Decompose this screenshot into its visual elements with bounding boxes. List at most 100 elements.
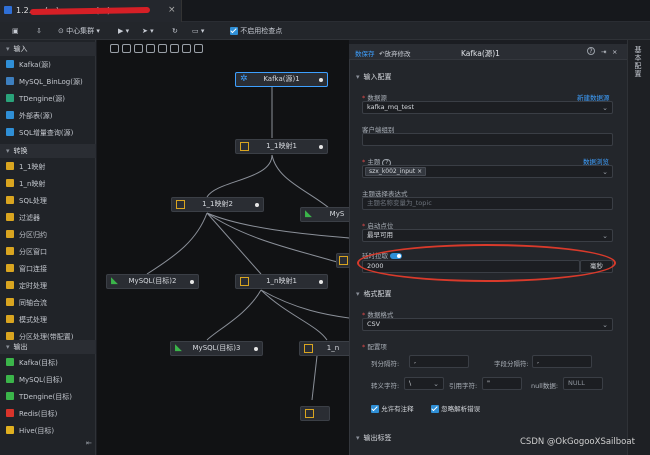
col-sep-input[interactable]: , xyxy=(409,355,469,368)
field-sep-input[interactable]: , xyxy=(532,355,592,368)
port-dot[interactable] xyxy=(255,203,259,207)
reduce-icon xyxy=(6,230,14,238)
client-group-input[interactable] xyxy=(362,133,613,146)
cluster-select[interactable]: ⊙ 中心集群 ▾ xyxy=(58,27,100,35)
delete-icon[interactable] xyxy=(194,44,203,53)
ignore-error-checkbox[interactable]: 忽略解析错误 xyxy=(431,403,480,413)
null-input[interactable]: NULL xyxy=(563,377,603,390)
sidebar-item-external-table[interactable]: 外部表(源) xyxy=(6,109,52,123)
checkpoint-toggle[interactable]: 不启用检查点 xyxy=(230,25,282,37)
output-tags-header[interactable]: ▾输出标签 xyxy=(356,434,392,442)
align-icon[interactable] xyxy=(122,44,131,53)
grid-icon[interactable] xyxy=(158,44,167,53)
sidebar-item-label: Hive(目标) xyxy=(19,427,55,435)
quote-input[interactable]: " xyxy=(482,377,522,390)
collapse-icon[interactable]: ⇤ xyxy=(86,439,92,447)
close-icon[interactable]: × xyxy=(168,5,176,15)
sidebar-item-mysql-tgt[interactable]: MySQL(目标) xyxy=(6,373,63,387)
save-icon[interactable]: ▣ xyxy=(12,27,19,35)
node-label: MySQL(目标)2 xyxy=(128,277,177,285)
node-mysql-right[interactable]: ◣ MyS xyxy=(300,207,360,222)
sidebar-item-map11[interactable]: 1_1映射 xyxy=(6,160,45,174)
start-offset-select[interactable]: 最早可用⌄ xyxy=(362,229,613,242)
node-map11-1[interactable]: 1_1映射1 xyxy=(235,139,328,154)
format-config-header[interactable]: ▾格式配置 xyxy=(356,290,392,298)
sidebar-item-tdengine-tgt[interactable]: TDengine(目标) xyxy=(6,390,72,404)
sidebar-item-window-join[interactable]: 窗口连接 xyxy=(6,262,47,276)
sidebar-item-merge[interactable]: 同轴合流 xyxy=(6,296,47,310)
refresh-icon[interactable]: ↻ xyxy=(172,27,178,35)
fit-icon[interactable] xyxy=(134,44,143,53)
node-partial-right[interactable] xyxy=(336,253,350,268)
section-transform[interactable]: ▾转换 xyxy=(0,144,96,158)
dock-icon[interactable]: ⇥ xyxy=(601,48,607,56)
node-map11-2[interactable]: 1_1映射2 xyxy=(171,197,264,212)
sidebar-item-filter[interactable]: 过滤器 xyxy=(6,211,40,225)
new-datasource-link[interactable]: 新建数据源 xyxy=(577,94,610,102)
help-icon[interactable]: ? xyxy=(587,47,595,55)
sidebar-item-kafka-tgt[interactable]: Kafka(目标) xyxy=(6,356,58,370)
port-dot[interactable] xyxy=(319,145,323,149)
sidebar-item-partition-window[interactable]: 分区窗口 xyxy=(6,245,47,259)
basic-config-tab[interactable]: 基本配置 xyxy=(634,46,642,78)
data-browse-link[interactable]: 数据浏览 xyxy=(583,158,609,166)
zoom-in-icon[interactable] xyxy=(170,44,179,53)
sidebar-item-partition-config[interactable]: 分区处理(带配置) xyxy=(6,330,73,344)
node-mysql-target-2[interactable]: ◣ MySQL(目标)2 xyxy=(106,274,199,289)
view-icon[interactable]: ▭ ▾ xyxy=(192,27,205,35)
sidebar-item-label: Kafka(源) xyxy=(19,61,51,69)
sidebar-item-kafka-src[interactable]: Kafka(源) xyxy=(6,58,51,72)
data-format-select[interactable]: CSV⌄ xyxy=(362,318,613,331)
save-button[interactable]: 数保存 xyxy=(355,50,375,58)
close-icon[interactable]: × xyxy=(417,168,423,175)
close-icon[interactable]: × xyxy=(612,48,618,56)
flow-canvas[interactable] xyxy=(97,40,349,455)
import-icon[interactable]: ⇩ xyxy=(36,27,42,35)
input-config-header[interactable]: ▾输入配置 xyxy=(356,73,392,81)
node-kafka-source[interactable]: ✲ Kafka(源)1 xyxy=(235,72,328,87)
layout-icon[interactable] xyxy=(146,44,155,53)
options-label: * 配置项 xyxy=(362,343,387,351)
port-dot[interactable] xyxy=(190,280,194,284)
input-config-label: 输入配置 xyxy=(363,73,392,81)
sidebar-item-hive-tgt[interactable]: Hive(目标) xyxy=(6,424,54,438)
data-format-label: * 数据格式 xyxy=(362,311,394,319)
node-mysql-target-3[interactable]: ◣ MySQL(目标)3 xyxy=(170,341,263,356)
node-map1n-1[interactable]: 1_n映射1 xyxy=(235,274,328,289)
port-dot[interactable] xyxy=(319,78,323,82)
sidebar-item-redis-tgt[interactable]: Redis(目标) xyxy=(6,407,57,421)
checkbox-icon xyxy=(431,405,439,413)
escape-select[interactable]: \⌄ xyxy=(404,377,444,390)
datasource-select[interactable]: kafka_mq_test⌄ xyxy=(362,101,613,114)
port-dot[interactable] xyxy=(254,347,258,351)
topic-tag[interactable]: szx_k002_input × xyxy=(365,167,427,176)
col-sep-label: 列分隔符: xyxy=(371,360,400,368)
sidebar-item-timer[interactable]: 定时处理 xyxy=(6,279,47,293)
section-input[interactable]: ▾输入 xyxy=(0,42,96,56)
edge xyxy=(206,154,273,198)
zoom-out-icon[interactable] xyxy=(182,44,191,53)
section-input-label: 输入 xyxy=(13,45,28,53)
topic-expr-input[interactable]: 主题名称变量为_topic xyxy=(362,197,613,210)
node-partial-1n[interactable]: 1_n xyxy=(299,341,351,356)
sidebar-item-tdengine-src[interactable]: TDengine(源) xyxy=(6,92,65,106)
allow-comment-checkbox[interactable]: 允许有注释 xyxy=(371,403,414,413)
port-dot[interactable] xyxy=(319,280,323,284)
run-icon[interactable]: ▶ ▾ xyxy=(118,27,130,35)
sidebar-item-mysql-binlog[interactable]: MySQL_BinLog(源) xyxy=(6,75,83,89)
sidebar-item-map1n[interactable]: 1_n映射 xyxy=(6,177,45,191)
sidebar-item-sql-incremental[interactable]: SQL增量查询(源) xyxy=(6,126,73,140)
cluster-icon: ⊙ xyxy=(58,27,67,35)
field-sep-label: 字段分隔符: xyxy=(494,360,529,368)
section-output[interactable]: ▾输出 xyxy=(0,340,96,354)
checkpoint-label: 不启用检查点 xyxy=(240,27,283,35)
node-partial-bottom[interactable] xyxy=(300,406,330,421)
sidebar-item-partition-reduce[interactable]: 分区归约 xyxy=(6,228,47,242)
start-offset-value: 最早可用 xyxy=(367,231,393,239)
mysql-icon: ◣ xyxy=(111,276,118,286)
sidebar-item-sql[interactable]: SQL处理 xyxy=(6,194,47,208)
sidebar-item-pattern[interactable]: 模式处理 xyxy=(6,313,47,327)
refresh-icon[interactable] xyxy=(110,44,119,53)
discard-button[interactable]: ↶放弃修改 xyxy=(379,48,410,58)
send-icon[interactable]: ➤ ▾ xyxy=(142,27,154,35)
